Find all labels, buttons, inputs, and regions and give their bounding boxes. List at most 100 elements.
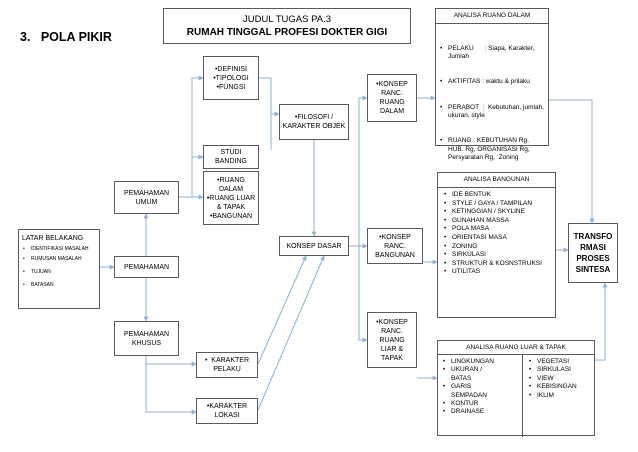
analisa-bangunan-list: IDE BENTUK STYLE / GAYA / TAMPILAN KETIN… bbox=[438, 188, 555, 277]
ruang-line: •RUANG LUAR bbox=[206, 194, 256, 202]
analisa-bangunan-item: POLA MASA bbox=[443, 225, 552, 234]
definisi-line: •TIPOLOGI bbox=[213, 74, 249, 82]
latar-item: TUJUAN bbox=[22, 269, 96, 276]
definisi-line: •FUNGSI bbox=[216, 83, 246, 91]
arrow-analisa-dalam-to-transformasi bbox=[549, 99, 595, 224]
transformasi-line: SINTESA bbox=[575, 265, 611, 274]
karakter-pelaku-line: PELAKU bbox=[213, 366, 241, 373]
ruang-line: & TAPAK bbox=[216, 203, 246, 211]
analisa-ruang-luar-item: GARIS SEMPADAN bbox=[442, 383, 519, 400]
konsep-ruang-luar-line: RUANG bbox=[379, 336, 405, 344]
arrow-khusus-to-lokasi bbox=[145, 364, 197, 415]
analisa-ruang-luar-item: VEGETASI bbox=[528, 358, 577, 367]
filosofi-line: •FILOSOFI / bbox=[294, 114, 334, 121]
analisa-ruang-luar-item: KEBISINGAN bbox=[528, 383, 577, 392]
arrow-konsep-to-dalam bbox=[349, 95, 368, 247]
definisi-box: •DEFINISI •TIPOLOGI •FUNGSI bbox=[203, 56, 259, 100]
section-title: 3. POLA PIKIR bbox=[20, 30, 112, 44]
latar-item: RUMUSAN MASALAH bbox=[22, 256, 96, 263]
studi-banding-box: STUDI BANDING bbox=[203, 145, 259, 169]
transformasi-line: TRANSFO bbox=[573, 232, 613, 241]
arrow-definisi-to-filosofi bbox=[259, 77, 280, 117]
arrow-umum-to-definisi bbox=[179, 75, 204, 198]
pemahaman-khusus-line: KHUSUS bbox=[131, 339, 162, 347]
analisa-ruang-dalam-item: PELAKU : Siapa, Karakter, Jumlah bbox=[439, 45, 545, 62]
konsep-ruang-luar-line: •KONSEP bbox=[376, 318, 408, 326]
analisa-bangunan-box: ANALISA BANGUNAN IDE BENTUK STYLE / GAYA… bbox=[437, 172, 556, 318]
analisa-ruang-luar-item: IKLIM bbox=[528, 392, 577, 401]
analisa-bangunan-title: ANALISA BANGUNAN bbox=[438, 173, 555, 188]
analisa-ruang-dalam-item: RUANG : KEBUTUHAN Rg. HUB. Rg, ORGANISAS… bbox=[439, 137, 545, 162]
pemahaman-umum-line: UMUM bbox=[135, 198, 158, 206]
analisa-bangunan-item: KETINGGIAN / SKYLINE bbox=[443, 208, 552, 217]
pemahaman-umum-line: PEMAHAMAN bbox=[123, 189, 170, 197]
analisa-ruang-luar-right-list: VEGETASI SIRKULASI VIEW KEBISINGAN IKLIM bbox=[523, 355, 580, 437]
pemahaman-box: PEMAHAMAN bbox=[114, 256, 179, 278]
latar-belakang-heading: LATAR BELAKANG bbox=[22, 235, 84, 242]
pemahaman-label: PEMAHAMAN bbox=[123, 263, 170, 271]
konsep-ruang-luar-line: LIAR & bbox=[380, 345, 404, 353]
konsep-ruang-dalam-line: DALAM bbox=[379, 108, 405, 115]
ruang-line: •BANGUNAN bbox=[209, 212, 253, 220]
analisa-ruang-luar-item: UKURAN / BATAS bbox=[442, 366, 519, 383]
analisa-ruang-luar-item: DRAINASE bbox=[442, 408, 519, 417]
latar-belakang-box: LATAR BELAKANG IDENTIFIKASI MASALAH RUMU… bbox=[18, 229, 100, 309]
analisa-bangunan-item: GUNAHAN MASSA bbox=[443, 217, 552, 226]
analisa-bangunan-item: STRUKTUR & KOSNSTRUKSI bbox=[443, 260, 552, 269]
latar-item: BATASAN bbox=[22, 282, 96, 289]
filosofi-box: •FILOSOFI / KARAKTER OBJEK bbox=[279, 104, 349, 140]
analisa-ruang-dalam-item: AKTIFITAS : waktu & prilaku bbox=[439, 78, 545, 87]
definisi-line: •DEFINISI bbox=[214, 65, 247, 73]
analisa-bangunan-item: IDE BENTUK bbox=[443, 191, 552, 200]
konsep-bangunan-line: •KONSEP bbox=[379, 233, 411, 241]
arrow-analisa-luar-to-transformasi bbox=[595, 282, 608, 361]
analisa-ruang-luar-box: ANALISA RUANG LUAR & TAPAK LINGKUNGAN UK… bbox=[437, 340, 595, 437]
karakter-pelaku-box: • KARAKTER PELAKU bbox=[196, 352, 258, 378]
analisa-ruang-luar-columns: LINGKUNGAN UKURAN / BATAS GARIS SEMPADAN… bbox=[438, 355, 594, 437]
karakter-pelaku-line: • KARAKTER bbox=[204, 357, 250, 364]
analisa-ruang-luar-item: LINGKUNGAN bbox=[442, 358, 519, 367]
analisa-ruang-dalam-title: ANALISA RUANG DALAM bbox=[436, 9, 548, 24]
analisa-bangunan-item: ZONING bbox=[443, 243, 552, 252]
latar-item: IDENTIFIKASI MASALAH bbox=[22, 246, 96, 253]
transformasi-box: TRANSFO RMASI PROSES SINTESA bbox=[568, 223, 618, 283]
analisa-ruang-luar-title: ANALISA RUANG LUAR & TAPAK bbox=[438, 341, 594, 355]
konsep-bangunan-box: •KONSEP RANC. BANGUNAN bbox=[367, 228, 423, 264]
analisa-ruang-luar-item: KONTUR bbox=[442, 400, 519, 409]
filosofi-line: KARAKTER OBJEK bbox=[282, 123, 346, 130]
konsep-ruang-dalam-box: •KONSEP RANC. RUANG DALAM bbox=[367, 74, 417, 122]
analisa-ruang-luar-item: VIEW bbox=[528, 375, 577, 384]
konsep-ruang-luar-line: TAPAK bbox=[381, 354, 403, 362]
konsep-ruang-luar-line: RANC. bbox=[381, 327, 403, 335]
analisa-bangunan-item: STYLE / GAYA / TAMPILAN bbox=[443, 200, 552, 209]
studi-banding-line: BANDING bbox=[215, 158, 247, 165]
studi-banding-line: STUDI bbox=[220, 149, 242, 156]
ruang-line: •RUANG bbox=[217, 176, 245, 184]
analisa-ruang-dalam-list: PELAKU : Siapa, Karakter, Jumlah AKTIFIT… bbox=[436, 24, 548, 179]
konsep-ruang-dalam-line: •KONSEP bbox=[376, 81, 408, 88]
pemahaman-khusus-box: PEMAHAMAN KHUSUS bbox=[114, 321, 179, 356]
pemahaman-khusus-line: PEMAHAMAN bbox=[123, 330, 170, 338]
title-box: JUDUL TUGAS PA.3 RUMAH TINGGAL PROFESI D… bbox=[163, 8, 411, 44]
analisa-ruang-luar-left-list: LINGKUNGAN UKURAN / BATAS GARIS SEMPADAN… bbox=[438, 355, 523, 437]
karakter-lokasi-line: LOKASI bbox=[214, 412, 240, 419]
konsep-ruang-dalam-line: RUANG bbox=[379, 99, 405, 106]
karakter-lokasi-line: •KARAKTER bbox=[206, 403, 248, 410]
konsep-dasar-label: KONSEP DASAR bbox=[286, 242, 342, 250]
konsep-ruang-dalam-line: RANC. bbox=[381, 90, 403, 97]
transformasi-line: RMASI bbox=[580, 243, 606, 252]
arrow-khusus-to-pelaku bbox=[145, 356, 197, 367]
analisa-bangunan-item: UTILITAS bbox=[443, 268, 552, 277]
analisa-ruang-luar-item: SIRKULASI bbox=[528, 366, 577, 375]
transformasi-line: PROSES bbox=[576, 254, 610, 263]
ruang-line: DALAM bbox=[218, 185, 244, 193]
analisa-bangunan-item: SIRKULASI bbox=[443, 251, 552, 260]
arrow-konsep-to-luar bbox=[358, 246, 368, 343]
ruang-box: •RUANG DALAM •RUANG LUAR & TAPAK •BANGUN… bbox=[203, 171, 259, 225]
konsep-bangunan-line: BANGUNAN bbox=[375, 251, 415, 259]
latar-belakang-list: IDENTIFIKASI MASALAH RUMUSAN MASALAH TUJ… bbox=[22, 246, 96, 289]
pemahaman-umum-box: PEMAHAMAN UMUM bbox=[114, 181, 179, 214]
konsep-bangunan-line: RANC. bbox=[384, 242, 406, 250]
